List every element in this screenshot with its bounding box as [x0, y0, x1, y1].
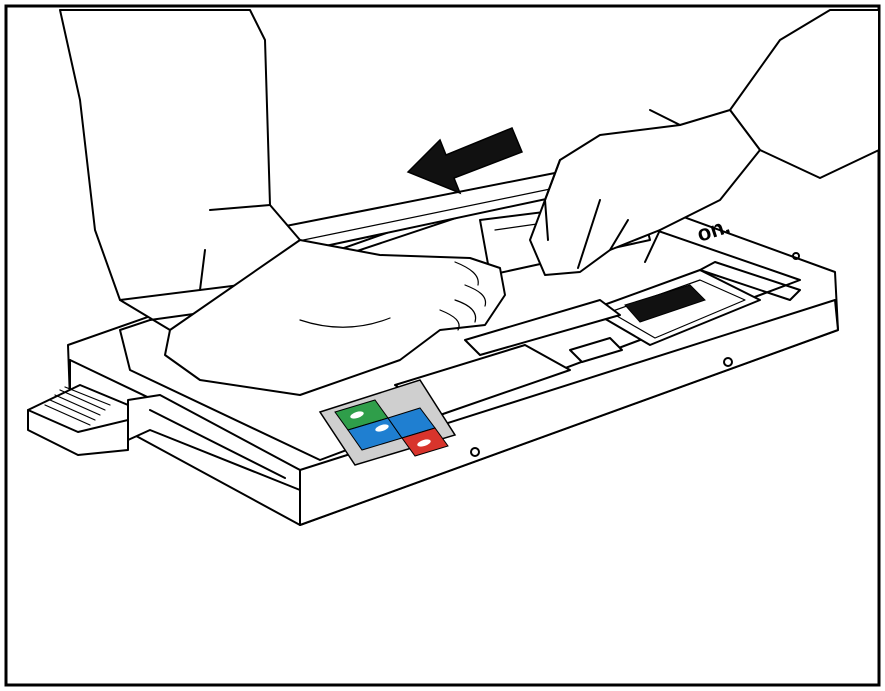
- arrow-left-icon: [406, 127, 523, 195]
- footprint-icon: [350, 411, 431, 447]
- person-foot: [164, 239, 506, 396]
- person-hand: [529, 9, 880, 276]
- device-handle: [27, 384, 301, 491]
- color-instruction-label: [318, 379, 457, 466]
- display-panel: [624, 284, 706, 323]
